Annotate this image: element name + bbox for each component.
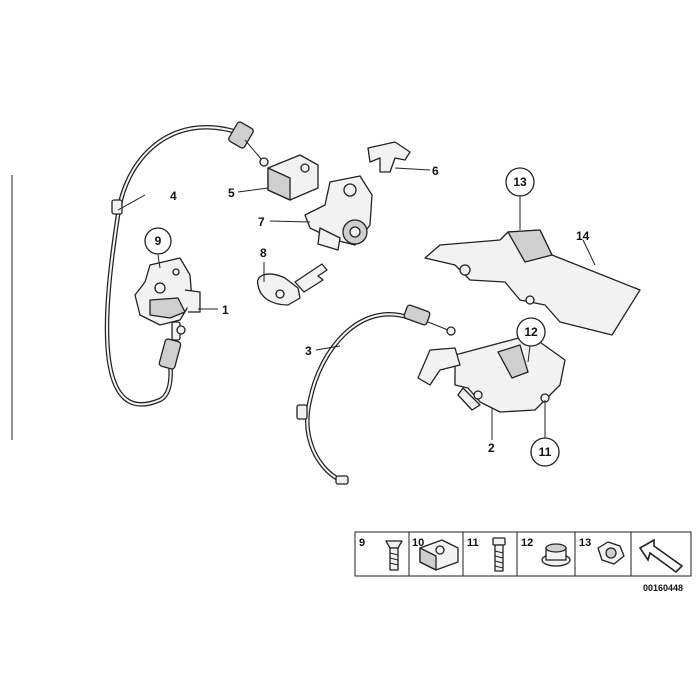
callout-8: 8 bbox=[260, 246, 267, 260]
collar-nut-icon bbox=[541, 543, 571, 567]
ring-callout-9: 9 bbox=[144, 227, 172, 255]
clip-part-6 bbox=[367, 141, 411, 173]
legend-label-13: 13 bbox=[579, 537, 591, 549]
ring-callout-12: 12 bbox=[516, 317, 546, 347]
bracket-part-14 bbox=[424, 229, 641, 336]
lock-cylinder-part-7 bbox=[304, 175, 373, 251]
svg-text:13: 13 bbox=[513, 175, 527, 189]
cable-4 bbox=[104, 121, 269, 407]
svg-text:9: 9 bbox=[155, 234, 162, 248]
callout-7: 7 bbox=[258, 215, 265, 229]
hex-bolt-icon bbox=[492, 537, 506, 572]
callout-14: 14 bbox=[576, 229, 590, 243]
housing-part-5 bbox=[267, 154, 319, 201]
callout-3: 3 bbox=[305, 344, 312, 358]
flat-head-screw-icon bbox=[385, 540, 403, 571]
legend-label-10: 10 bbox=[412, 537, 424, 549]
cable-3 bbox=[296, 304, 456, 485]
diagram-code: 00160448 bbox=[643, 583, 683, 593]
callout-5: 5 bbox=[228, 186, 235, 200]
legend-label-11: 11 bbox=[467, 537, 479, 549]
callout-4: 4 bbox=[170, 189, 177, 203]
hardware-legend: 9 10 11 12 bbox=[354, 531, 692, 577]
callout-6: 6 bbox=[432, 164, 439, 178]
callout-2: 2 bbox=[488, 441, 495, 455]
direction-arrow-icon bbox=[638, 538, 684, 574]
svg-text:11: 11 bbox=[539, 445, 552, 459]
key-part-8 bbox=[256, 263, 328, 306]
legend-label-12: 12 bbox=[521, 537, 533, 549]
legend-label-9: 9 bbox=[359, 537, 365, 549]
latch-part-2 bbox=[417, 334, 566, 413]
svg-text:12: 12 bbox=[524, 325, 538, 339]
lock-part-1 bbox=[134, 257, 201, 326]
ring-callout-11: 11 bbox=[530, 437, 560, 467]
ring-callout-13: 13 bbox=[505, 167, 535, 197]
callout-1: 1 bbox=[222, 303, 229, 317]
cage-nut-icon bbox=[419, 539, 459, 571]
hex-nut-icon bbox=[597, 541, 625, 565]
